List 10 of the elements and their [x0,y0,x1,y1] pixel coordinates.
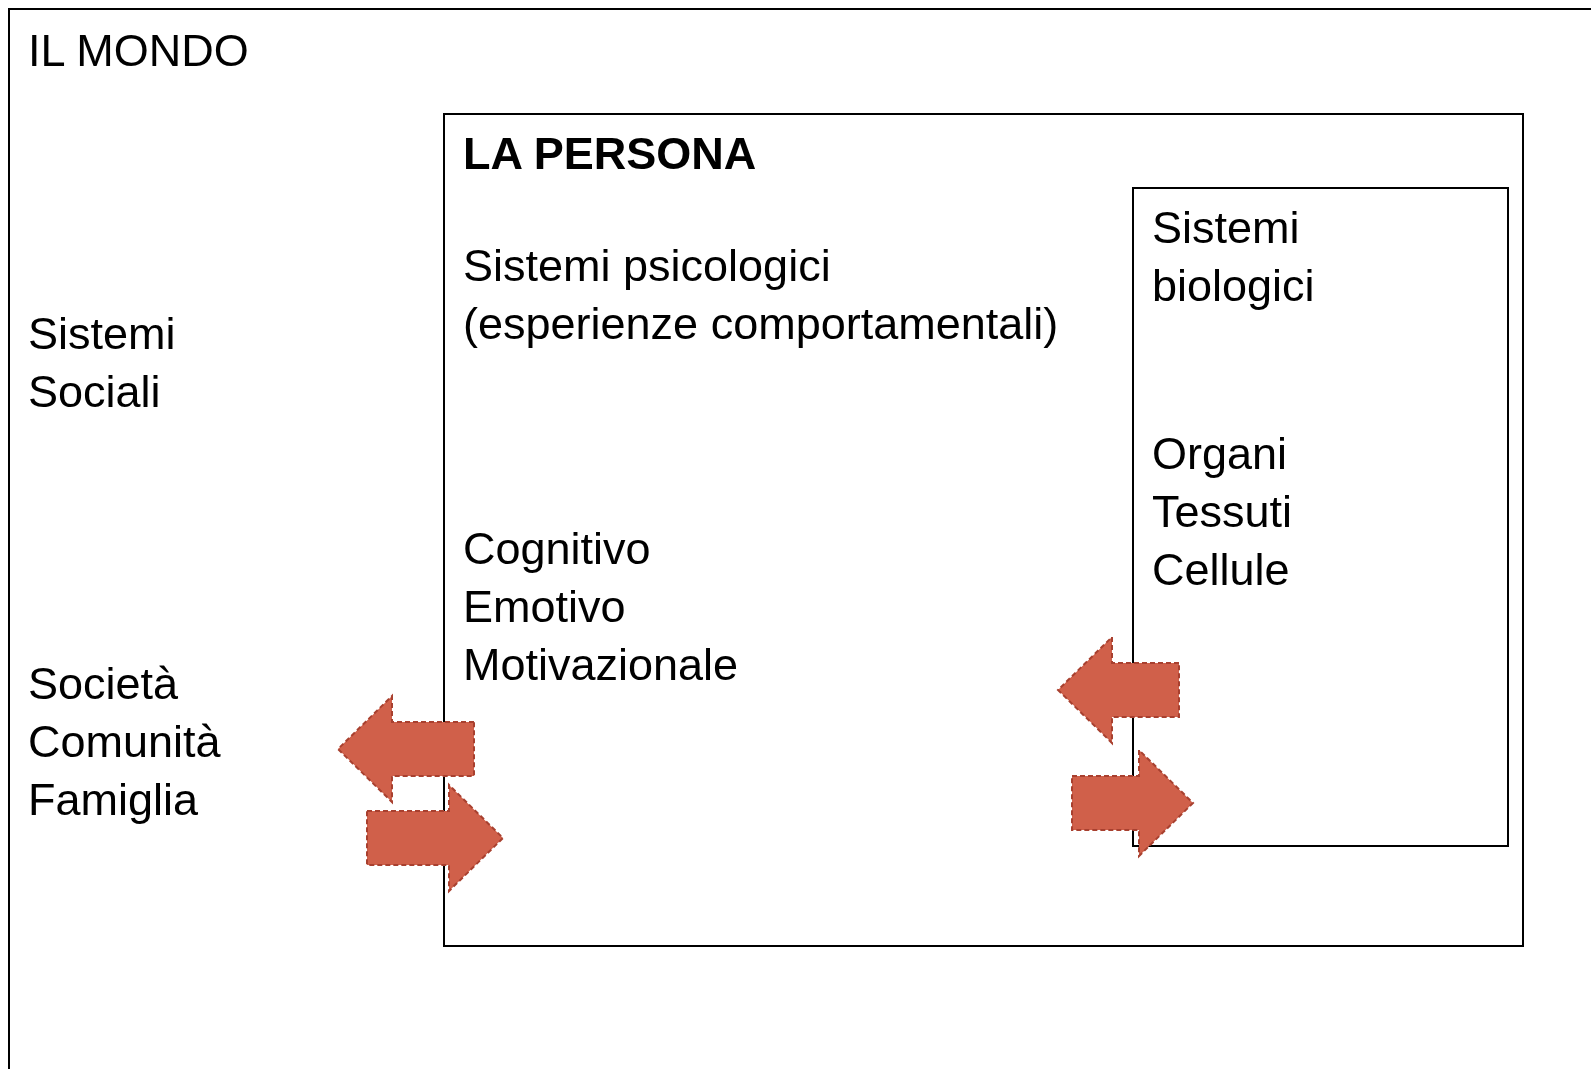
body-text: Sistemi Sociali [28,305,228,421]
box-label: IL MONDO [28,24,250,78]
body-text: Sistemi psicologici (esperienze comportamentali) [463,239,1060,351]
body-text: Sistemi biologici [1152,201,1316,313]
box-heading: LA PERSONA [463,127,758,181]
person-box [443,113,1524,947]
body-text: Cognitivo Emotivo Motivazionale [463,522,740,692]
body-text: Organi Tessuti Cellule [1152,427,1294,597]
biological-box [1132,187,1509,847]
body-text: Società Comunità Famiglia [28,655,338,829]
